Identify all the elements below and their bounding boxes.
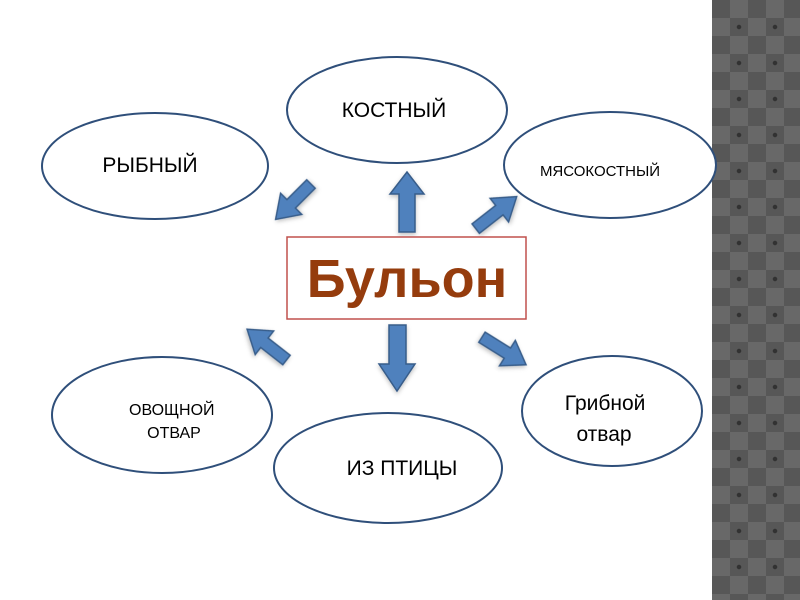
center-box — [286, 236, 527, 320]
node-vegetable: ОВОЩНОЙ ОТВАР — [51, 356, 273, 474]
node-mushroom-ellipse — [521, 355, 703, 467]
node-poultry-ellipse — [273, 412, 503, 524]
node-bone: КОСТНЫЙ — [286, 56, 508, 164]
node-fish: РЫБНЫЙ — [41, 112, 269, 220]
node-vegetable-ellipse — [51, 356, 273, 474]
node-bone-ellipse — [286, 56, 508, 164]
arrow-up — [388, 170, 426, 233]
arrows — [246, 170, 528, 393]
node-meat-bone: МЯСОКОСТНЫЙ — [503, 111, 717, 219]
arrow-down-left — [246, 328, 292, 366]
node-fish-label: РЫБНЫЙ — [102, 153, 197, 177]
arrow-down — [377, 324, 417, 393]
arrow-down-right — [477, 331, 528, 367]
node-meat-bone-label: МЯСОКОСТНЫЙ — [540, 162, 660, 180]
node-mushroom-label: Грибной отвар — [565, 392, 651, 446]
node-poultry: ИЗ ПТИЦЫ — [273, 412, 503, 524]
node-fish-ellipse — [41, 112, 269, 220]
node-bone-label: КОСТНЫЙ — [342, 98, 446, 122]
node-mushroom: Грибной отвар — [521, 355, 703, 467]
arrow-up-left — [274, 178, 317, 221]
node-meat-bone-ellipse — [503, 111, 717, 219]
arrow-up-right — [470, 195, 518, 235]
decorative-pattern-strip — [712, 0, 800, 600]
node-poultry-label: ИЗ ПТИЦЫ — [347, 457, 458, 480]
center-node: Бульон — [286, 236, 527, 320]
center-label: Бульон — [307, 249, 508, 309]
node-vegetable-label: ОВОЩНОЙ ОТВАР — [129, 400, 219, 442]
